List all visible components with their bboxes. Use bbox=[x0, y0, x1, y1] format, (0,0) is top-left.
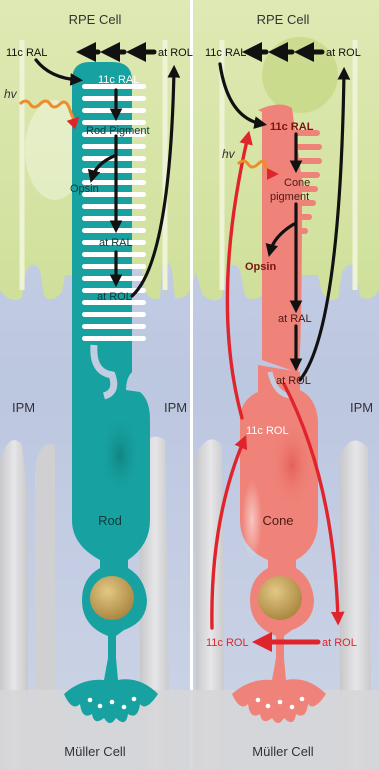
rod-at-rol-label: at ROL bbox=[97, 291, 132, 303]
rod-rpe-at-rol: at ROL bbox=[158, 47, 193, 59]
cone-at-ral-label: at RAL bbox=[278, 313, 312, 325]
cone-is-11c-rol: 11c ROL bbox=[246, 425, 289, 437]
cone-opsin-label: Opsin bbox=[245, 261, 276, 273]
cone-rpe-cell-label: RPE Cell bbox=[257, 12, 310, 27]
muller-11c-rol: 11c ROL bbox=[206, 637, 249, 649]
rod-nucleus bbox=[90, 576, 134, 620]
cone-hv-label: hv bbox=[222, 147, 236, 161]
rod-muller-cell-label: Müller Cell bbox=[64, 744, 126, 759]
cone-nucleus bbox=[258, 576, 302, 620]
cone-rpe-at-rol: at ROL bbox=[326, 47, 361, 59]
cone-muller-cell-label: Müller Cell bbox=[252, 744, 314, 759]
rod-at-ral-label: at RAL bbox=[99, 237, 133, 249]
cone-pigment-label-1: Cone bbox=[284, 177, 310, 189]
rod-opsin-label: Opsin bbox=[70, 183, 99, 195]
cone-pigment-label-2: pigment bbox=[270, 191, 309, 203]
ipm-label-left: IPM bbox=[12, 400, 35, 415]
rod-rpe-11c-ral: 11c RAL bbox=[6, 47, 47, 59]
cone-at-rol-label: at ROL bbox=[276, 375, 311, 387]
rod-os-11c-ral: 11c RAL bbox=[98, 74, 139, 86]
ipm-label-right: IPM bbox=[350, 400, 373, 415]
ipm-label-middle: IPM bbox=[164, 400, 187, 415]
muller-at-rol: at ROL bbox=[322, 637, 357, 649]
rod-label: Rod bbox=[98, 513, 122, 528]
cone-os-11c-ral: 11c RAL bbox=[270, 121, 314, 133]
rod-pigment-label: Rod Pigment bbox=[86, 125, 150, 137]
cone-rpe-11c-ral: 11c RAL bbox=[205, 47, 246, 59]
muller-base bbox=[0, 690, 379, 770]
cone-label: Cone bbox=[262, 513, 293, 528]
rod-shading bbox=[98, 410, 142, 500]
panel-divider bbox=[190, 0, 193, 770]
rod-hv-label: hv bbox=[4, 87, 18, 101]
rod-rpe-cell-label: RPE Cell bbox=[69, 12, 122, 27]
